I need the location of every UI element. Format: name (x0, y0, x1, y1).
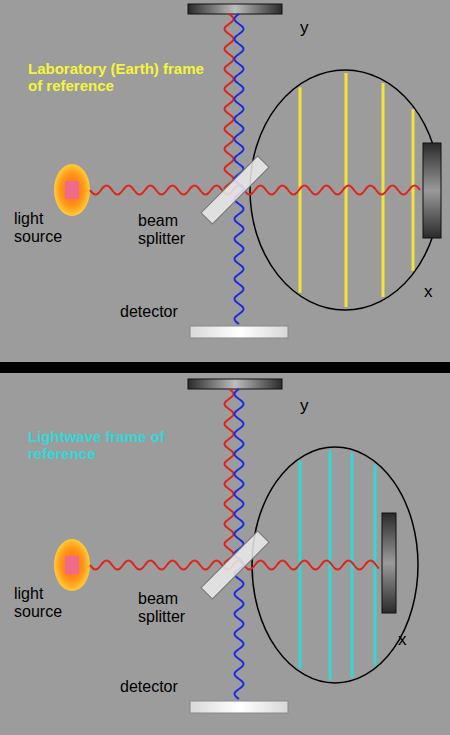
mirror-x (382, 513, 396, 613)
part-name: light source (14, 585, 74, 622)
light-source-lamp (54, 539, 90, 591)
red-wave (90, 185, 420, 194)
red-wave (224, 14, 234, 189)
fringe-view (250, 70, 440, 310)
fringe-line (412, 109, 415, 271)
axis-name: y (300, 396, 320, 416)
blue-wave (234, 14, 243, 324)
part-name: beam splitter (138, 212, 208, 249)
axis-name: x (424, 282, 444, 302)
mirror-y (188, 4, 282, 14)
red-wave (224, 389, 234, 564)
lamp-filament (65, 181, 79, 199)
part-name: detector (120, 303, 210, 321)
frame-title: Lightwave frame of reference (28, 428, 188, 463)
beam-splitter-plate (201, 156, 269, 224)
mirror-y (188, 379, 282, 389)
panel-divider (0, 362, 450, 373)
blue-wave (234, 389, 243, 699)
light-source-lamp (54, 164, 90, 216)
axis-name: x (398, 630, 418, 650)
axis-name: y (300, 18, 320, 38)
fringe-line (345, 73, 348, 307)
beam-splitter-plate (201, 531, 269, 599)
part-name: beam splitter (138, 590, 208, 627)
lamp-filament (65, 556, 79, 574)
mirror-x (423, 143, 441, 238)
detector-plate (190, 701, 288, 713)
frame-title: Laboratory (Earth) frame of reference (28, 60, 213, 95)
lab-frame-panel (54, 4, 441, 338)
part-name: detector (120, 678, 210, 696)
part-name: light source (14, 210, 74, 247)
fringe-line (382, 83, 385, 297)
detector-plate (190, 326, 288, 338)
